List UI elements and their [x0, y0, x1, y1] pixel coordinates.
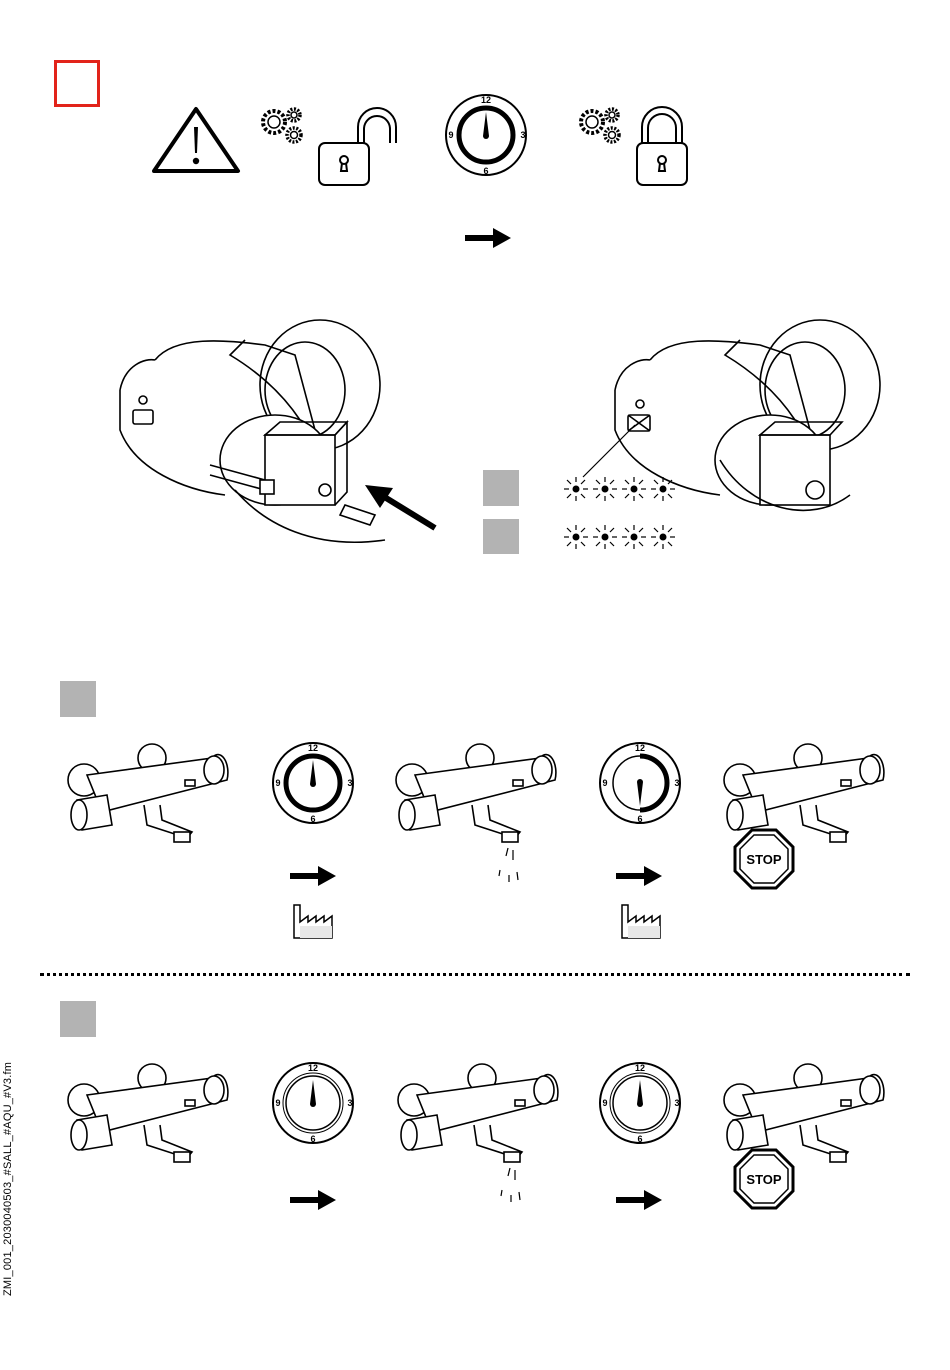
dial-label-9: 9: [602, 778, 607, 788]
dial-label-9: 9: [275, 1098, 280, 1108]
stop-label: STOP: [746, 852, 781, 867]
step-marker-led-row-2: [483, 519, 519, 554]
dial-label-6: 6: [483, 166, 488, 176]
arrow-right-icon: [463, 226, 513, 250]
faucet-illustration: [62, 740, 234, 855]
dial-label-12: 12: [308, 1063, 318, 1073]
section-divider: [40, 973, 910, 976]
step-marker-led-row-1: [483, 470, 519, 506]
dial-label-9: 9: [275, 778, 280, 788]
led-blink-row-1: [560, 475, 680, 503]
dial-label-3: 3: [347, 778, 352, 788]
faucet-running-illustration: [392, 1060, 564, 1210]
stop-sign-icon: STOP: [733, 828, 795, 890]
thermostat-connector-illustration: [115, 310, 445, 550]
led-blink-row-2: [560, 523, 680, 551]
dial-clock-icon: 12 3 6 9: [443, 92, 529, 178]
dial-label-12: 12: [308, 743, 318, 753]
arrow-right-icon: [288, 864, 338, 888]
arrow-right-icon: [614, 864, 664, 888]
dial-label-9: 9: [602, 1098, 607, 1108]
step-marker-section-b: [60, 1001, 96, 1037]
faucet-running-illustration: [390, 740, 562, 890]
gears-icon: [575, 105, 627, 147]
faucet-illustration: [62, 1060, 234, 1175]
dial-label-12: 12: [481, 95, 491, 105]
padlock-closed-icon: [634, 103, 690, 189]
dial-label-3: 3: [520, 130, 525, 140]
dial-clock-icon: 12 3 6 9: [270, 740, 356, 826]
dial-clock-icon: 12 3 6 9: [597, 740, 683, 826]
step-marker-section-a: [60, 681, 96, 717]
stop-label: STOP: [746, 1172, 781, 1187]
document-code: ZMI_001_2030040503_#SALL_#AQU_#V3.fm: [2, 1036, 20, 1296]
dial-label-3: 3: [674, 1098, 679, 1108]
gears-icon: [257, 105, 309, 147]
padlock-open-icon: [316, 105, 402, 189]
dial-label-3: 3: [674, 778, 679, 788]
dial-label-3: 3: [347, 1098, 352, 1108]
dial-label-6: 6: [310, 814, 315, 824]
dial-label-12: 12: [635, 1063, 645, 1073]
arrow-right-icon: [288, 1188, 338, 1212]
dial-label-12: 12: [635, 743, 645, 753]
dial-label-9: 9: [448, 130, 453, 140]
factory-icon: [292, 902, 334, 940]
arrow-right-icon: [614, 1188, 664, 1212]
dial-clock-icon: 12 3 6 9: [270, 1060, 356, 1146]
dial-label-6: 6: [637, 1134, 642, 1144]
dial-label-6: 6: [310, 1134, 315, 1144]
factory-icon: [620, 902, 662, 940]
stop-sign-icon: STOP: [733, 1148, 795, 1210]
warning-triangle-icon: [150, 105, 242, 175]
dial-clock-icon: 12 3 6 9: [597, 1060, 683, 1146]
dial-label-6: 6: [637, 814, 642, 824]
warning-marker-box: [54, 60, 100, 107]
led-pointer-line: [580, 420, 640, 480]
